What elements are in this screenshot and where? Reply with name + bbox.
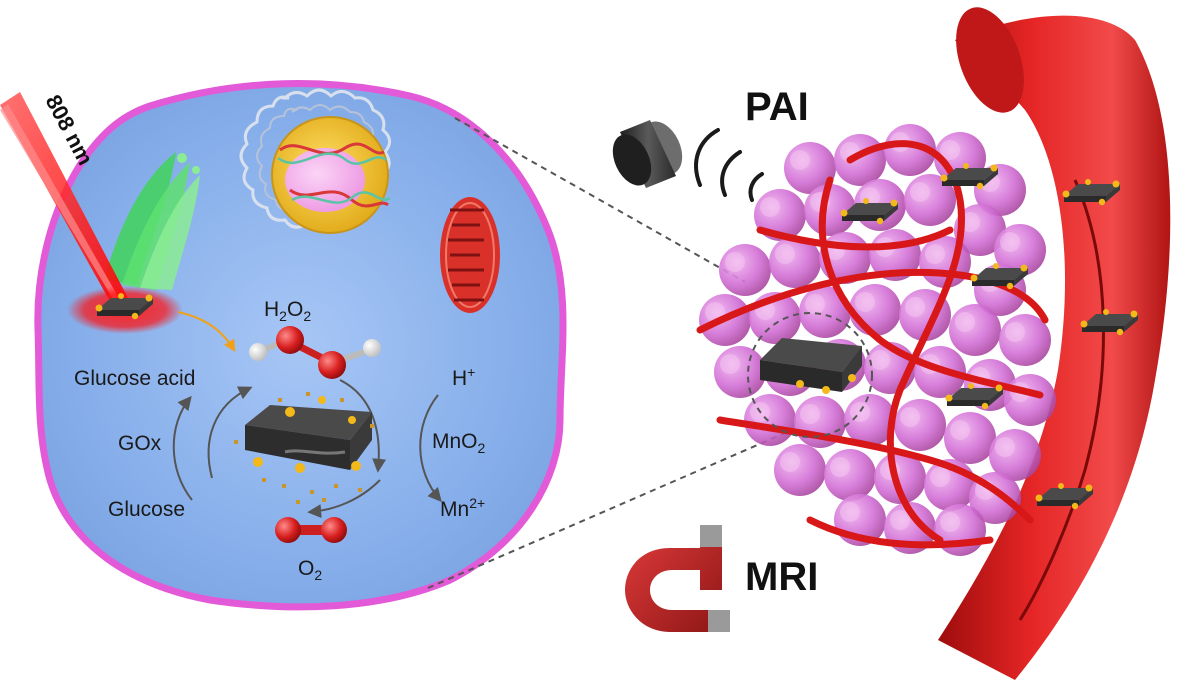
blood-vessel [938,7,1171,680]
acoustic-waves [694,128,764,202]
reaction-arrows [172,379,442,519]
pai-label: PAI [745,85,809,129]
h2o2-molecule [249,326,381,379]
h-plus-label: H+ [452,364,475,390]
pai-transducer [612,120,683,188]
zoom-line-bottom [427,429,793,589]
golgi-apparatus [104,152,200,290]
mno2-label: MnO2 [432,430,486,456]
heated-nanosheet [67,286,183,334]
h2o2-label: H2O2 [264,298,311,324]
mri-magnet [625,525,730,632]
mn2-plus-label: Mn2+ [440,495,485,521]
zoom-circle [747,312,873,438]
glucose-label: Glucose [108,498,185,521]
mri-label: MRI [745,555,818,599]
laser-beam [0,92,128,305]
o2-label: O2 [298,557,322,583]
dispersed-particles [234,392,374,504]
tumor-nanosheet-large [760,338,862,394]
o2-molecule [275,517,347,543]
nucleus [239,88,391,234]
capillaries [696,140,1049,549]
gox-label: GOx [118,432,162,455]
heat-arrow [177,311,236,353]
mitochondrion [440,197,500,313]
central-nanosheet [245,396,372,473]
zoom-line-top [454,117,746,283]
glucose-acid-label: Glucose acid [74,367,195,390]
